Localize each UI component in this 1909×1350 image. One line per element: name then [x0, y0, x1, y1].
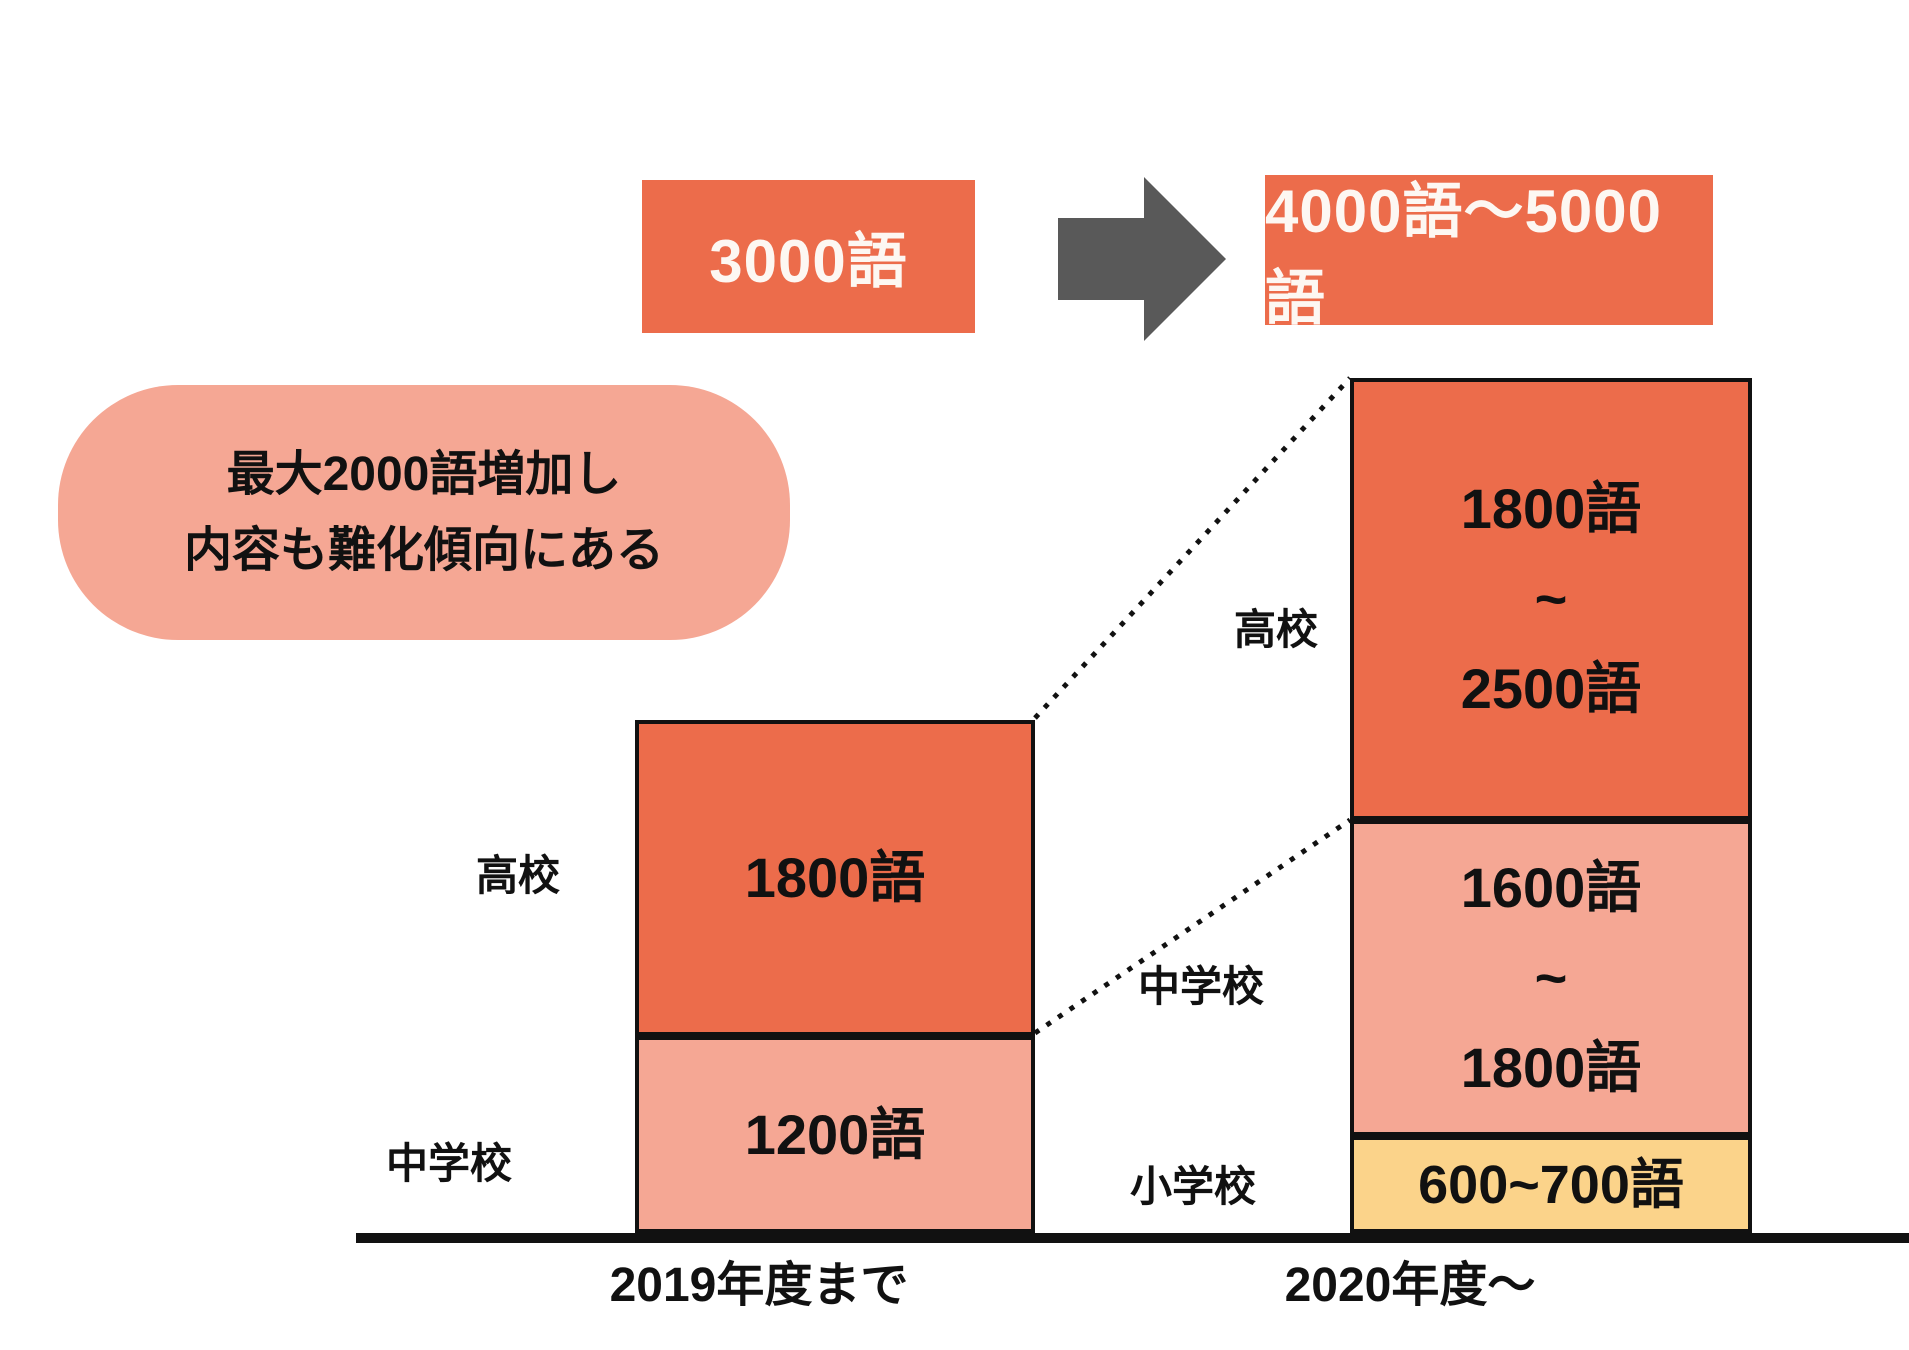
callout-line-1: 最大2000語増加し: [226, 447, 622, 501]
label-2020-juniorhigh: 中学校: [1137, 963, 1264, 1010]
callout-line-2: 内容も難化傾向にある: [183, 523, 664, 577]
bar-2019-juniorhigh-value: 1200語: [744, 1102, 926, 1166]
axis-label-2019: 2019年度まで: [609, 1259, 909, 1312]
arrow-right-icon: [1058, 218, 1145, 300]
bar-2020-juniorhigh-value-max: 1800語: [1460, 1036, 1642, 1099]
total-after-value: 4000語〜5000語: [1265, 178, 1662, 332]
bar-2020-juniorhigh-value-min: 1600語: [1460, 856, 1642, 919]
bar-2020-highschool-value-max: 2500語: [1460, 657, 1642, 720]
bar-2020-highschool-tilde: ~: [1534, 567, 1568, 630]
arrow-right-icon-head: [1144, 177, 1226, 341]
bar-2019-juniorhigh-segment: 1200語: [635, 1036, 1035, 1233]
bar-2019-highschool-value: 1800語: [744, 846, 926, 909]
bar-2019-highschool-segment: 1800語: [635, 720, 1035, 1036]
bar-2020-juniorhigh-tilde: ~: [1534, 946, 1568, 1009]
total-after-box: 4000語〜5000語: [1265, 175, 1713, 332]
callout-bubble: 最大2000語増加し 内容も難化傾向にある: [58, 385, 790, 640]
x-axis-line: [356, 1233, 1909, 1243]
label-2020-elementary: 小学校: [1129, 1163, 1256, 1210]
label-2019-juniorhigh: 中学校: [385, 1140, 512, 1187]
label-2020-highschool: 高校: [1233, 606, 1318, 653]
bar-2020-highschool-value-min: 1800語: [1460, 477, 1642, 540]
bar-2020-highschool-segment: 1800語 ~ 2500語: [1350, 378, 1752, 820]
bar-2020-juniorhigh-segment: 1600語 ~ 1800語: [1350, 820, 1752, 1136]
connector-dotted-line-top: [1033, 376, 1352, 720]
bar-2020-elementary-segment: 600~700語: [1350, 1136, 1752, 1233]
total-before-box: 3000語: [642, 180, 975, 333]
total-before-value: 3000語: [709, 228, 908, 295]
bar-2020-elementary-value: 600~700語: [1418, 1154, 1684, 1215]
axis-label-2020: 2020年度〜: [1284, 1259, 1536, 1312]
label-2019-highschool: 高校: [475, 852, 560, 899]
